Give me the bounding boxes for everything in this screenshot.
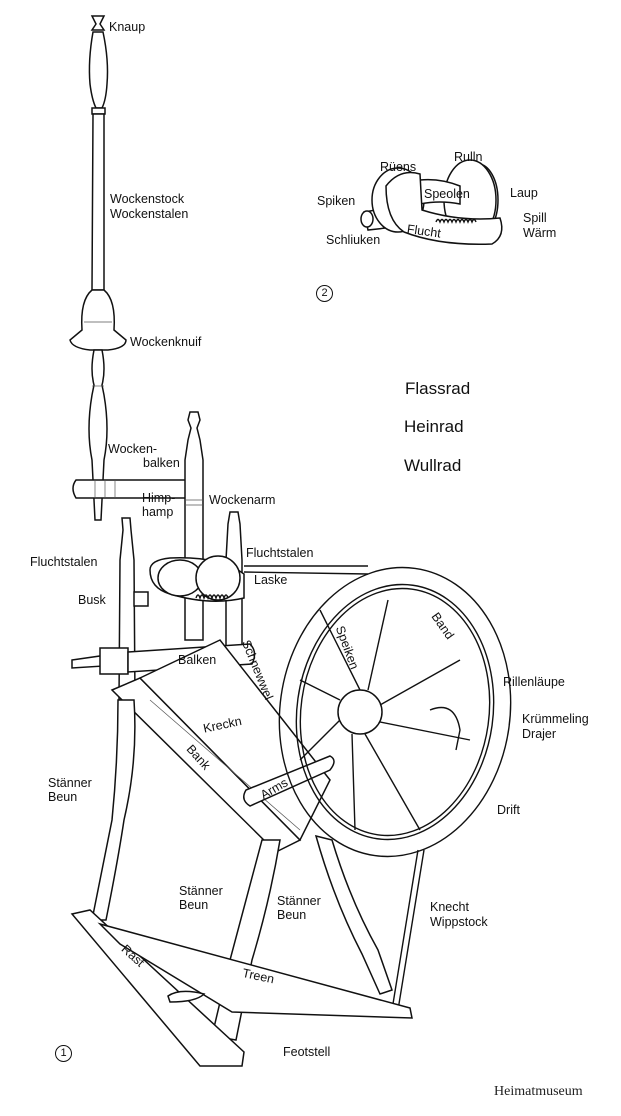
label-knaup: Knaup xyxy=(109,20,146,34)
label-staenner-left-1: Stänner xyxy=(48,776,92,790)
label-staenner-left-2: Beun xyxy=(48,790,78,804)
label-spill: Spill xyxy=(523,211,547,225)
figure-marker-2: 2 xyxy=(316,285,333,302)
label-rillenlaeupe: Rillenläupe xyxy=(503,675,565,689)
label-staenner-mid-2: Beun xyxy=(179,898,209,912)
label-wockenknuif: Wockenknuif xyxy=(130,335,202,349)
label-wippstock: Wippstock xyxy=(430,915,488,929)
label-himphamp-1: Himp- xyxy=(142,491,176,505)
label-wockenbalken-1: Wocken- xyxy=(108,442,158,456)
label-speolen: Speolen xyxy=(424,187,470,201)
table-bench xyxy=(110,639,331,853)
label-wockenarm: Wockenarm xyxy=(209,493,276,507)
label-ruens: Rüens xyxy=(380,160,417,174)
title-heinrad: Heinrad xyxy=(404,417,464,436)
label-staenner-right-1: Stänner xyxy=(277,894,321,908)
label-footstell: Feotstell xyxy=(283,1045,331,1059)
label-spiken: Spiken xyxy=(317,194,356,208)
label-busk: Busk xyxy=(78,593,106,607)
flyer xyxy=(133,555,245,607)
label-balken: Balken xyxy=(178,653,217,667)
label-kruemmeling: Krümmeling xyxy=(522,712,589,726)
wheel-support-arm xyxy=(243,755,335,807)
label-drajer: Drajer xyxy=(522,727,557,741)
flyer-detail xyxy=(360,159,503,245)
credit-heimatmuseum: Heimatmuseum xyxy=(494,1084,583,1099)
distaff-upright xyxy=(184,411,204,641)
label-schliuken: Schliuken xyxy=(326,233,381,247)
label-staenner-mid-1: Stänner xyxy=(179,884,223,898)
label-himphamp-2: hamp xyxy=(142,505,174,519)
label-wockenbalken-2: balken xyxy=(143,456,180,470)
label-laske: Laske xyxy=(254,573,288,587)
label-waerm: Wärm xyxy=(523,226,557,240)
label-drift: Drift xyxy=(497,803,520,817)
base xyxy=(70,909,413,1067)
distaff xyxy=(69,15,127,521)
title-wullrad: Wullrad xyxy=(404,456,462,475)
label-rulln: Rulln xyxy=(454,150,483,164)
wheel xyxy=(278,566,512,858)
label-knecht: Knecht xyxy=(430,900,469,914)
label-staenner-right-2: Beun xyxy=(277,908,307,922)
title-flassrad: Flassrad xyxy=(405,379,471,398)
label-wockenstock: Wockenstock xyxy=(110,192,185,206)
label-fluchtstalen-left: Fluchtstalen xyxy=(30,555,98,569)
label-fluchtstalen-right: Fluchtstalen xyxy=(246,546,314,560)
label-laup: Laup xyxy=(510,186,538,200)
figure-marker-1: 1 xyxy=(55,1045,72,1062)
label-wockenstalen: Wockenstalen xyxy=(110,207,189,221)
legs xyxy=(91,699,425,1041)
